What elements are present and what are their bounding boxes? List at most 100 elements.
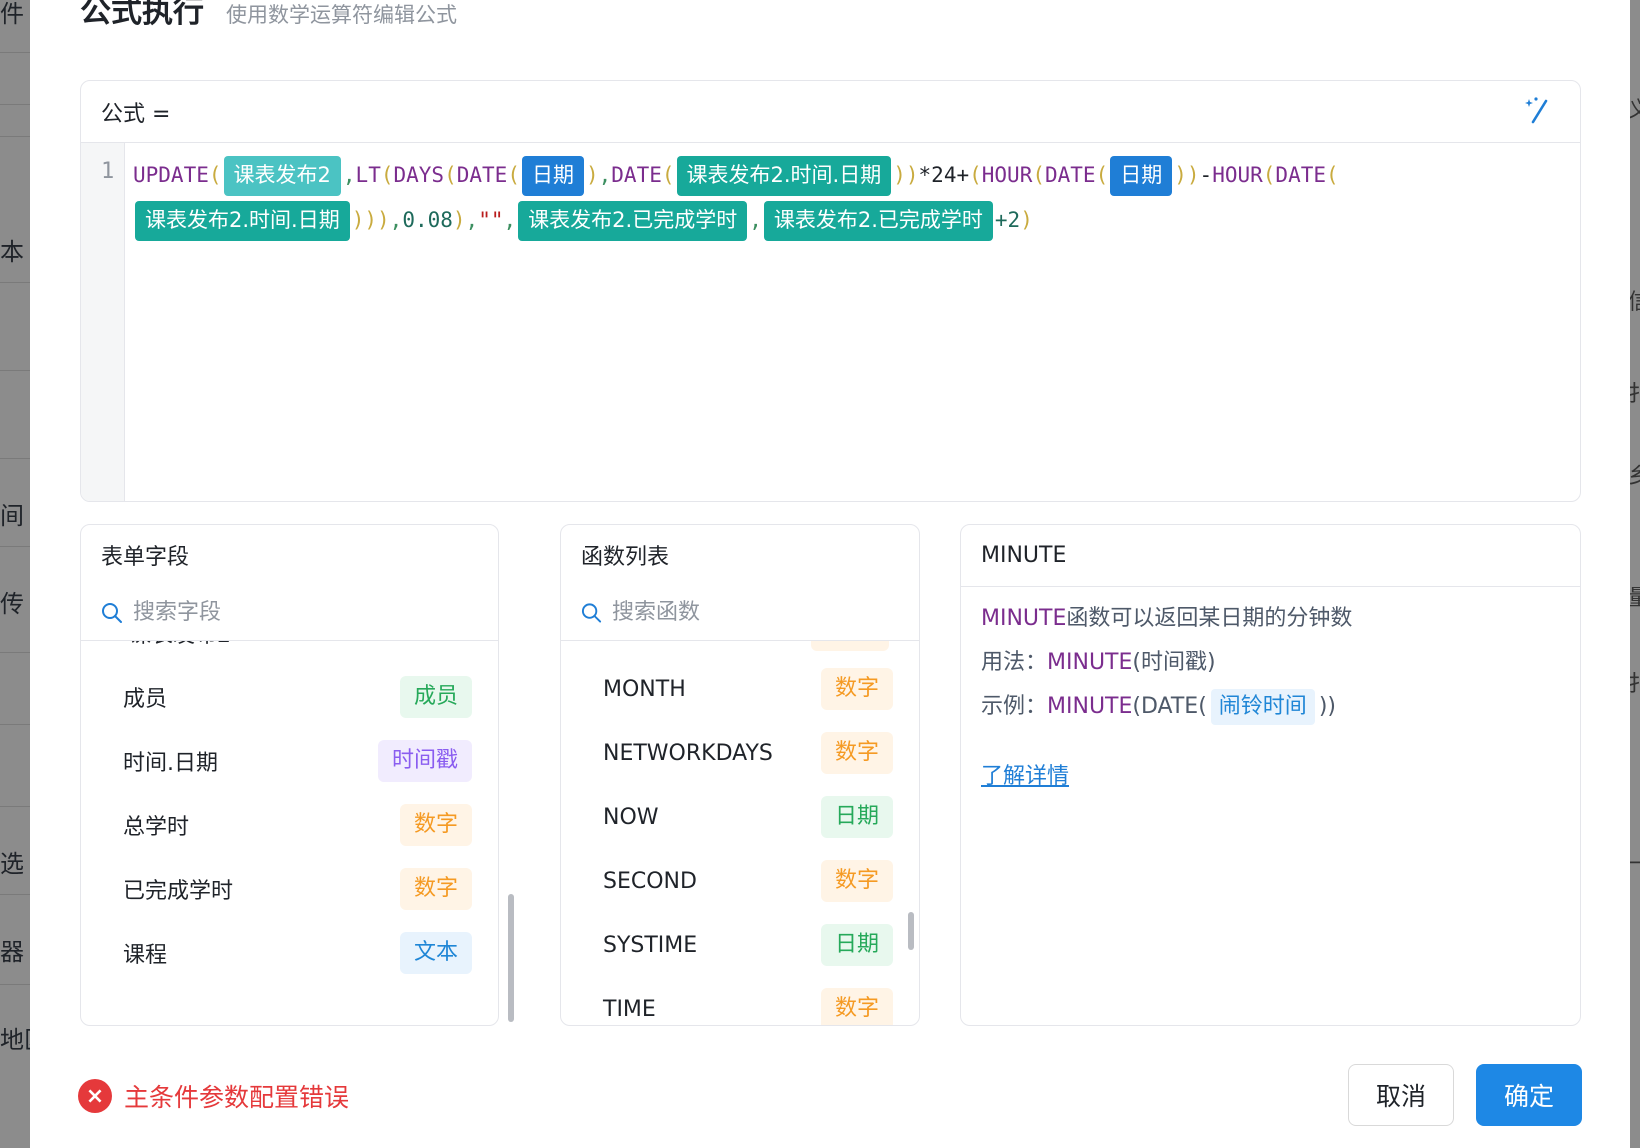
description-body: MINUTE函数可以返回某日期的分钟数 用法：MINUTE(时间戳) 示例：MI… <box>961 587 1580 809</box>
field-name: 已完成学时 <box>123 879 234 904</box>
code-paren: ( <box>661 163 675 187</box>
example-field-chip: 闹铃时间 <box>1210 689 1315 725</box>
function-name: TIME <box>603 996 656 1022</box>
code-paren: ( <box>1095 163 1109 187</box>
modal-title: 公式执行 <box>80 0 204 30</box>
field-item-time-date[interactable]: 时间.日期 时间戳 <box>81 729 498 793</box>
error-text: 主条件参数配置错误 <box>124 1083 350 1112</box>
bg-text: 扌 <box>1628 672 1640 697</box>
editor-header: 公式 = <box>81 81 1580 143</box>
summary-fn-name: MINUTE <box>981 606 1067 631</box>
function-item-now[interactable]: NOW 日期 <box>561 785 919 849</box>
bg-text: 扌 <box>1628 382 1640 407</box>
function-type-badge: 日期 <box>820 924 893 966</box>
field-item-member[interactable]: 成员 成员 <box>81 665 498 729</box>
bg-text: 一 <box>1628 852 1640 877</box>
usage-fn-name: MINUTE <box>1047 650 1133 675</box>
line-number: 1 <box>101 159 115 184</box>
formula-code[interactable]: UPDATE(课表发布2,LT(DAYS(DATE(日期),DATE(课表发布2… <box>133 153 1553 243</box>
function-name: NETWORKDAYS <box>603 740 773 766</box>
code-paren: ) <box>585 163 599 187</box>
fields-panel-title: 表单字段 <box>101 545 190 570</box>
functions-search-input[interactable] <box>612 600 899 625</box>
function-item-time[interactable]: TIME 数字 <box>561 977 919 1025</box>
code-paren: ( <box>507 163 520 187</box>
code-comma: , <box>749 208 762 232</box>
description-usage: 用法：MINUTE(时间戳) <box>981 641 1560 685</box>
field-type-badge: 文本 <box>399 932 472 974</box>
code-paren: ( <box>1326 163 1339 187</box>
background-right-strip: 义 信 扌 乡 量 扌 一 <box>1628 0 1640 1148</box>
modal-subtitle: 使用数学运算符编辑公式 <box>226 3 457 27</box>
code-paren: ( <box>208 163 222 187</box>
modal-header: 公式执行 使用数学运算符编辑公式 <box>80 0 457 31</box>
code-operator: - <box>1199 163 1213 187</box>
field-item-course[interactable]: 课程 文本 <box>81 921 498 985</box>
code-fn-hour: HOUR <box>1212 163 1263 187</box>
search-icon <box>102 602 122 623</box>
functions-list[interactable]: MONTH 数字 NETWORKDAYS 数字 NOW 日期 SECOND 数字… <box>561 641 919 1025</box>
fields-list[interactable]: 课表发布2 成员 成员 时间.日期 时间戳 总学时 数字 已完成学时 数字 课程… <box>81 641 498 1025</box>
fields-search-input[interactable] <box>133 600 433 625</box>
background-left-strip: 件 本 间 传 选 器 地区 <box>0 0 30 1148</box>
code-fn-lt: LT <box>355 163 381 187</box>
bg-text: 器 <box>0 938 24 966</box>
bg-text: 传 <box>0 590 24 618</box>
code-paren: ( <box>1032 163 1045 187</box>
form-fields-panel: 表单字段 课表发布2 成员 成员 时间.日期 时间戳 总学时 数字 已 <box>80 524 499 1026</box>
code-paren: ( <box>1262 163 1276 187</box>
code-paren: ( <box>380 163 394 187</box>
fields-scrollbar-thumb[interactable] <box>508 894 514 1022</box>
function-type-badge: 数字 <box>820 732 893 774</box>
functions-search[interactable] <box>561 585 919 641</box>
confirm-button[interactable]: 确定 <box>1476 1064 1582 1126</box>
description-example: 示例：MINUTE(DATE(闹铃时间)) <box>981 685 1560 729</box>
field-chip-done-hours[interactable]: 课表发布2.已完成学时 <box>518 201 748 241</box>
code-comma: , <box>342 163 356 187</box>
code-paren: )) <box>1174 163 1200 187</box>
code-fn-date: DATE <box>1045 163 1096 187</box>
code-operator: +2 <box>994 208 1021 232</box>
field-name: 总学时 <box>123 815 190 840</box>
field-name: 成员 <box>123 687 168 712</box>
bg-text: 乡 <box>1628 464 1640 489</box>
field-chip-date[interactable]: 日期 <box>1110 156 1173 196</box>
bg-text: 义 <box>1628 98 1640 123</box>
fields-group-header: 课表发布2 <box>129 641 231 649</box>
field-chip-time-date[interactable]: 课表发布2.时间.日期 <box>135 201 350 241</box>
field-item-total-hours[interactable]: 总学时 数字 <box>81 793 498 857</box>
field-chip-table[interactable]: 课表发布2 <box>223 156 341 196</box>
field-chip-date[interactable]: 日期 <box>521 156 584 196</box>
field-chip-time-date[interactable]: 课表发布2.时间.日期 <box>676 156 892 196</box>
field-chip-done-hours[interactable]: 课表发布2.已完成学时 <box>763 201 993 241</box>
formula-editor[interactable]: 公式 = 1 UPDATE(课表发布2,LT(DAYS(DATE(日期),DAT… <box>80 80 1581 502</box>
formula-modal: 公式执行 使用数学运算符编辑公式 公式 = 1 UPDATE(课表发布2,LT(… <box>30 0 1630 1148</box>
formula-label: 公式 = <box>101 101 171 127</box>
bg-text: 量 <box>1628 586 1640 611</box>
code-fn-date: DATE <box>1275 163 1326 187</box>
bg-text: 地区 <box>0 1026 30 1054</box>
function-item-second[interactable]: SECOND 数字 <box>561 849 919 913</box>
example-label: 示例： <box>981 694 1048 719</box>
function-item-networkdays[interactable]: NETWORKDAYS 数字 <box>561 721 919 785</box>
fields-search[interactable] <box>81 585 498 641</box>
function-type-badge: 数字 <box>820 668 893 710</box>
functions-scrollbar-thumb[interactable] <box>908 912 914 950</box>
magic-wand-icon[interactable] <box>1524 95 1554 125</box>
code-operator: *24+ <box>918 163 970 187</box>
function-name: MONTH <box>603 676 686 702</box>
example-close: )) <box>1318 694 1336 719</box>
function-type-badge: 日期 <box>820 796 893 838</box>
bg-text: 件 <box>0 0 24 28</box>
field-item-done-hours[interactable]: 已完成学时 数字 <box>81 857 498 921</box>
bg-text: 信 <box>1628 290 1640 315</box>
code-comma: , <box>389 208 403 232</box>
function-item-month[interactable]: MONTH 数字 <box>561 657 919 721</box>
error-icon: × <box>78 1079 112 1113</box>
function-item-systime[interactable]: SYSTIME 日期 <box>561 913 919 977</box>
learn-more-link[interactable]: 了解详情 <box>981 764 1070 789</box>
field-type-badge: 数字 <box>399 804 472 846</box>
function-type-badge: 数字 <box>820 988 893 1025</box>
cancel-button[interactable]: 取消 <box>1348 1064 1454 1126</box>
example-open: (DATE( <box>1132 694 1207 719</box>
